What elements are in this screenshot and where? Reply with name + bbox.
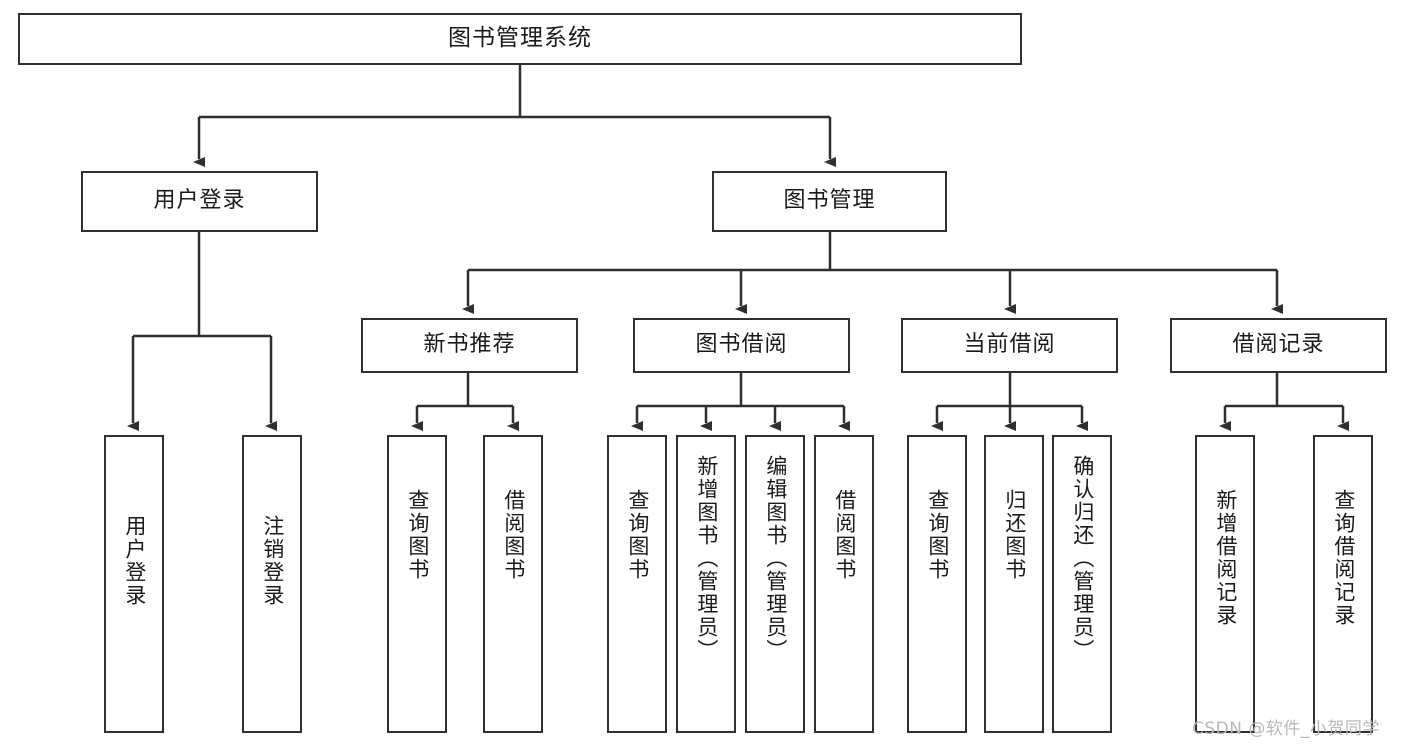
node-user-login[interactable]: 用户登录 (81, 171, 318, 232)
leaf-add-book-admin[interactable]: 新增图书（管理员） (676, 435, 736, 733)
node-label: 图书借阅 (695, 332, 788, 358)
node-label: 当前借阅 (963, 332, 1056, 358)
leaf-user-logout[interactable]: 注销登录 (242, 435, 302, 733)
leaf-label: 编辑图书（管理员） (763, 455, 788, 662)
leaf-query-book-recommend[interactable]: 查询图书 (387, 435, 447, 733)
node-label: 用户登录 (153, 188, 246, 214)
leaf-label: 查询图书 (625, 489, 650, 581)
leaf-query-book-current[interactable]: 查询图书 (907, 435, 967, 733)
leaf-label: 借阅图书 (501, 489, 526, 581)
leaf-label: 新增借阅记录 (1213, 489, 1238, 627)
leaf-label: 借阅图书 (832, 489, 857, 581)
leaf-borrow-book-recommend[interactable]: 借阅图书 (483, 435, 543, 733)
node-label: 新书推荐 (423, 332, 516, 358)
node-root-system[interactable]: 图书管理系统 (18, 13, 1022, 65)
leaf-label: 查询图书 (925, 489, 950, 581)
node-label: 图书管理 (783, 188, 876, 214)
node-label: 借阅记录 (1232, 332, 1325, 358)
node-current-borrow[interactable]: 当前借阅 (901, 318, 1118, 373)
leaf-label: 查询借阅记录 (1331, 489, 1356, 627)
leaf-label: 确认归还（管理员） (1070, 455, 1095, 662)
csdn-watermark: CSDN @软件_小贺同学 (1192, 719, 1380, 739)
leaf-add-borrow-record[interactable]: 新增借阅记录 (1195, 435, 1255, 733)
leaf-label: 用户登录 (122, 515, 147, 607)
leaf-label: 注销登录 (260, 515, 285, 607)
leaf-return-book[interactable]: 归还图书 (984, 435, 1044, 733)
node-borrow-record[interactable]: 借阅记录 (1170, 318, 1387, 373)
leaf-label: 查询图书 (405, 489, 430, 581)
leaf-edit-book-admin[interactable]: 编辑图书（管理员） (745, 435, 805, 733)
leaf-label: 归还图书 (1002, 489, 1027, 581)
leaf-query-book-borrow[interactable]: 查询图书 (607, 435, 667, 733)
leaf-user-login[interactable]: 用户登录 (104, 435, 164, 733)
node-new-book-recommend[interactable]: 新书推荐 (361, 318, 578, 373)
leaf-borrow-book[interactable]: 借阅图书 (814, 435, 874, 733)
leaf-label: 新增图书（管理员） (694, 455, 719, 662)
leaf-confirm-return-admin[interactable]: 确认归还（管理员） (1052, 435, 1112, 733)
leaf-query-borrow-record[interactable]: 查询借阅记录 (1313, 435, 1373, 733)
node-label: 图书管理系统 (448, 25, 592, 52)
node-book-borrow[interactable]: 图书借阅 (633, 318, 850, 373)
node-book-management[interactable]: 图书管理 (712, 171, 947, 232)
